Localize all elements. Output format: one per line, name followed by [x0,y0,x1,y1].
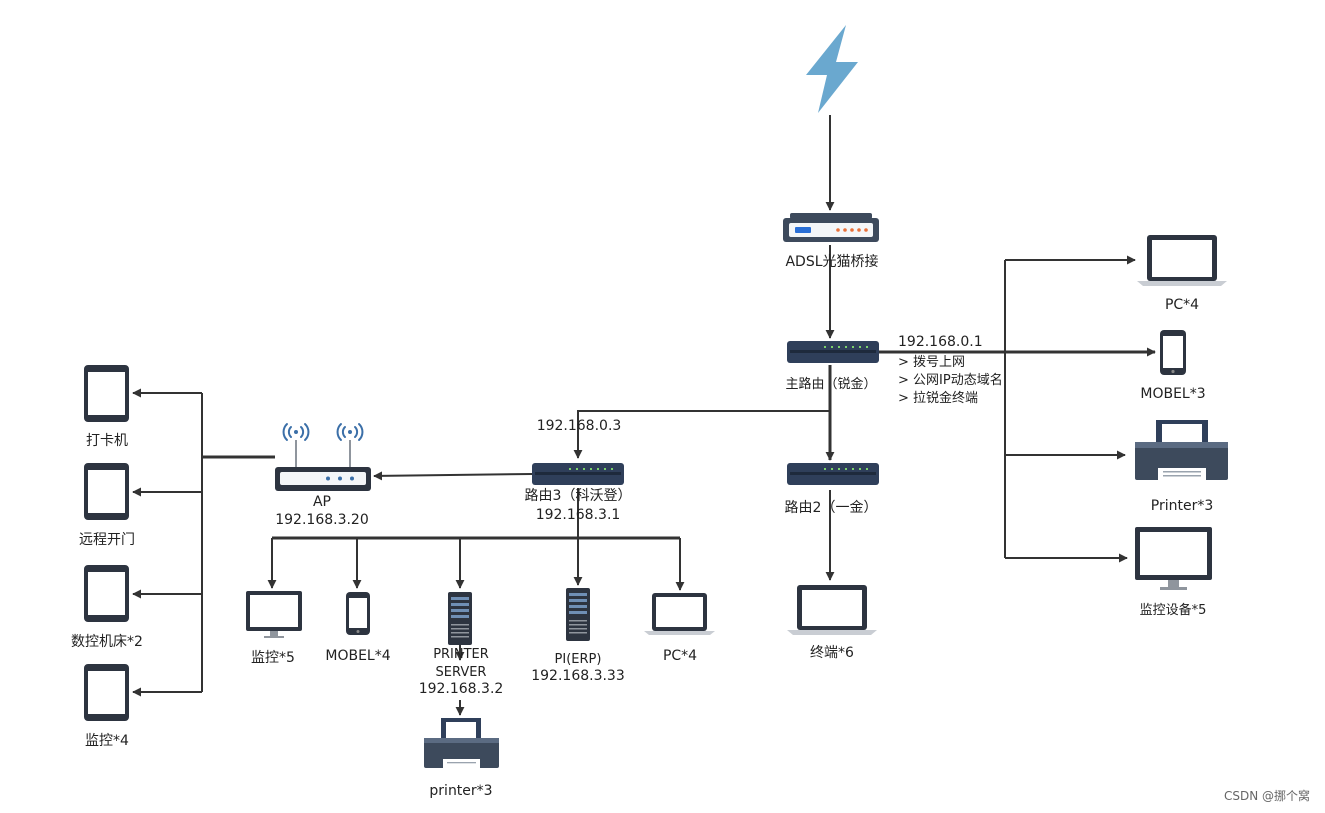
tablet-cam-label: 监控*4 [85,733,129,749]
main-router-ip: 192.168.0.1 [898,334,983,350]
watermark: CSDN @挪个窝 [1224,788,1310,803]
router3-node[interactable]: 192.168.0.3 路由3（科沃登） 192.168.3.1 [525,418,632,523]
ap-ip: 192.168.3.20 [275,512,369,528]
mobile-right-node[interactable]: MOBEL*3 [1140,330,1206,402]
tablet-cnc-node[interactable]: 数控机床*2 [71,565,143,650]
monitor-right-node[interactable]: 监控设备*5 [1135,527,1212,618]
laptop-icon [1137,235,1227,286]
switch-icon [532,463,624,485]
phone-icon [346,592,370,635]
mobile-right-label: MOBEL*3 [1140,386,1205,402]
printer-icon [424,718,499,768]
switch-icon [787,463,879,485]
switch-icon [787,341,879,363]
monitor-bottom-node[interactable]: 监控*5 [246,591,302,666]
terminal-node[interactable]: 终端*6 [787,585,877,661]
tablet-door-label: 远程开门 [79,532,135,548]
printer-right-node[interactable]: Printer*3 [1135,420,1228,514]
pi-erp-node[interactable]: PI(ERP) 192.168.3.33 [531,588,625,684]
printer-icon [1135,420,1228,480]
monitor-icon [246,591,302,638]
router2-node[interactable]: 路由2（一金） [785,463,879,516]
monitor-right-label: 监控设备*5 [1140,602,1207,618]
link-router-router3 [573,410,830,459]
wifi-router-icon [275,423,371,491]
tablet-cnc-label: 数控机床*2 [71,634,143,650]
ap-node[interactable]: AP 192.168.3.20 [275,423,371,528]
server-icon [448,592,472,645]
main-router-label: 主路由（锐金） [785,376,876,392]
pc-right-label: PC*4 [1165,297,1199,313]
tablet-clock-node[interactable]: 打卡机 [84,365,129,449]
router3-uplink-ip: 192.168.0.3 [537,418,622,434]
pc-right-node[interactable]: PC*4 [1137,235,1227,313]
modem-label: ADSL光猫桥接 [785,253,878,270]
main-router-node[interactable]: 主路由（锐金） 192.168.0.1 > 拨号上网 > 公网IP动态域名 > … [785,334,1002,406]
laptop-icon [644,593,715,635]
tablet-icon [84,664,129,721]
printer-bottom-node[interactable]: printer*3 [424,718,499,799]
monitor-icon [1135,527,1212,590]
tablet-icon [84,463,129,520]
print-server-label-1: PRINTER [433,647,489,662]
ap-label: AP [313,494,331,510]
terminal-label: 终端*6 [810,645,854,661]
server-icon [566,588,590,641]
main-router-note-3: > 拉锐金终端 [898,390,978,406]
printer-bottom-label: printer*3 [429,783,492,799]
phone-icon [1160,330,1186,375]
main-router-note-1: > 拨号上网 [898,355,965,370]
connection-lines [132,115,1156,716]
router3-ip: 192.168.3.1 [536,507,621,523]
internet-node[interactable] [806,25,858,113]
tablet-icon [84,565,129,622]
modem-icon [783,213,879,242]
pi-erp-ip: 192.168.3.33 [531,668,625,684]
tablet-cam-node[interactable]: 监控*4 [84,664,129,749]
mobile-bottom-node[interactable]: MOBEL*4 [325,592,391,664]
pc-bottom-label: PC*4 [663,648,697,664]
print-server-ip: 192.168.3.2 [419,681,504,697]
link-router3-ap [373,471,533,481]
pi-erp-label: PI(ERP) [555,652,602,667]
router3-label: 路由3（科沃登） [525,488,632,504]
modem-node[interactable]: ADSL光猫桥接 [783,213,879,270]
print-server-node[interactable]: PRINTER SERVER 192.168.3.2 [419,592,504,697]
tablet-clock-label: 打卡机 [86,432,128,449]
print-server-label-2: SERVER [436,665,487,680]
lightning-icon [806,25,858,113]
laptop-icon [787,585,877,635]
tablet-icon [84,365,129,422]
monitor-bottom-label: 监控*5 [251,650,295,666]
mobile-bottom-label: MOBEL*4 [325,648,390,664]
main-router-note-2: > 公网IP动态域名 [898,372,1003,388]
printer-right-label: Printer*3 [1151,498,1213,514]
router2-label: 路由2（一金） [785,500,878,516]
tablet-door-node[interactable]: 远程开门 [79,463,135,548]
pc-bottom-node[interactable]: PC*4 [644,593,715,664]
